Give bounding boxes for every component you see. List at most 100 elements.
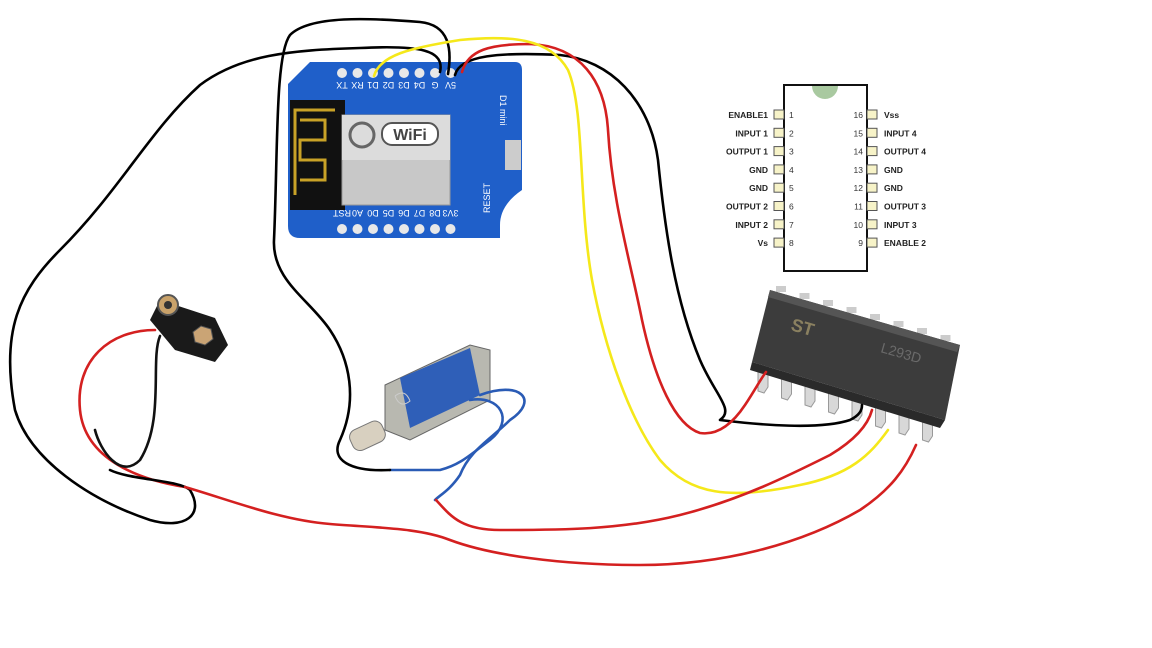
pin-hole [430, 68, 440, 78]
battery-clip [78, 294, 228, 489]
pin-number: 13 [854, 165, 864, 175]
pin-label: D1 [367, 80, 379, 90]
pin-pad [866, 164, 878, 175]
pin-number: 4 [789, 165, 794, 175]
pin-number: 15 [854, 128, 864, 138]
pin-pad [866, 219, 878, 230]
pin-label: D2 [383, 80, 395, 90]
pin-name: INPUT 3 [884, 220, 917, 230]
pin-name: INPUT 4 [884, 128, 917, 138]
pin-pad [866, 109, 878, 120]
pin-name: ENABLE1 [728, 110, 768, 120]
board-name: D1 mini [498, 95, 508, 126]
pin-name: Vss [884, 110, 899, 120]
pin-label: D0 [367, 208, 379, 218]
pin-label: A0 [352, 208, 363, 218]
wire-red-5v [460, 42, 768, 435]
pin-label: G [431, 80, 438, 90]
pin-label: D5 [383, 208, 395, 218]
pin-hole [383, 224, 394, 234]
pin-number: 6 [789, 202, 794, 212]
pin-hole [399, 224, 409, 234]
pin-number: 3 [789, 147, 794, 157]
wire-black-gnd-chip [453, 52, 864, 428]
pin-label: RST [332, 208, 351, 218]
chip-leg [917, 328, 927, 334]
pin-pad [773, 146, 785, 157]
pin-label: D7 [414, 208, 426, 218]
wire-black-ground-loop [272, 17, 451, 472]
pin-hole [414, 68, 425, 78]
chip-leg [776, 286, 786, 292]
pin-number: 9 [858, 238, 863, 248]
pin-label: TX [336, 80, 348, 90]
pin-name: INPUT 2 [735, 220, 768, 230]
pin-pad [866, 237, 878, 248]
pin-number: 8 [789, 238, 794, 248]
pin-label: RX [351, 80, 364, 90]
pin-name: OUTPUT 2 [726, 202, 768, 212]
pin-pad [773, 109, 785, 120]
pin-name: OUTPUT 4 [884, 147, 926, 157]
pin-label: D6 [398, 208, 410, 218]
pin-name: GND [884, 165, 903, 175]
pin-pad [866, 146, 878, 157]
pin-hole [352, 224, 363, 234]
pin-hole [337, 224, 347, 234]
pin-name: INPUT 1 [735, 128, 768, 138]
wifi-logo: WiFi [393, 127, 427, 144]
pin-name: Vs [758, 238, 769, 248]
pin-pad [866, 201, 878, 211]
solenoid [349, 344, 526, 502]
espressif-logo-icon [348, 121, 376, 149]
pin-hole [337, 68, 347, 78]
pin-name: OUTPUT 1 [726, 147, 768, 157]
pin-number: 7 [789, 220, 794, 230]
pin-name: GND [884, 183, 903, 193]
chip-leg [846, 307, 857, 313]
pin-number: 16 [854, 110, 864, 120]
chip-leg [823, 300, 833, 306]
pin-pad [773, 182, 785, 193]
pin-number: 14 [854, 147, 864, 157]
wire-red-solenoid [434, 408, 874, 532]
pin-hole [368, 224, 378, 234]
pin-pad [773, 237, 785, 248]
pin-name: GND [749, 183, 768, 193]
pin-hole [414, 224, 425, 234]
pin-label: 5V [445, 80, 456, 90]
pin-label: D8 [429, 208, 441, 218]
pin-name: OUTPUT 3 [884, 202, 926, 212]
pin-number: 10 [854, 220, 864, 230]
reset-label: RESET [482, 182, 492, 213]
usb-port [505, 140, 521, 170]
pin-number: 11 [854, 202, 863, 212]
pin-number: 5 [789, 183, 794, 193]
chip-leg [799, 293, 810, 299]
pin-label: 3V3 [442, 208, 458, 218]
wire-black-battery [8, 45, 442, 525]
pin-pad [773, 127, 785, 138]
chip-leg [870, 314, 880, 320]
pin-hole [445, 224, 456, 234]
pin-pad [866, 127, 878, 138]
pin-pad [773, 219, 785, 230]
chip-leg [940, 335, 951, 341]
pin-hole [352, 68, 363, 78]
pin-name: GND [749, 165, 768, 175]
wire-red-battery [183, 443, 918, 567]
pin-number: 2 [789, 128, 794, 138]
l293d-chip: ST L293D [750, 286, 960, 443]
pin-pad [773, 164, 785, 175]
pin-hole [399, 68, 409, 78]
pin-name: ENABLE 2 [884, 238, 926, 248]
pin-label: D4 [414, 80, 426, 90]
pin-number: 12 [854, 183, 864, 193]
pin-pad [773, 201, 785, 211]
pin-hole [383, 68, 394, 78]
pin-hole [430, 224, 440, 234]
pin-number: 1 [789, 110, 794, 120]
